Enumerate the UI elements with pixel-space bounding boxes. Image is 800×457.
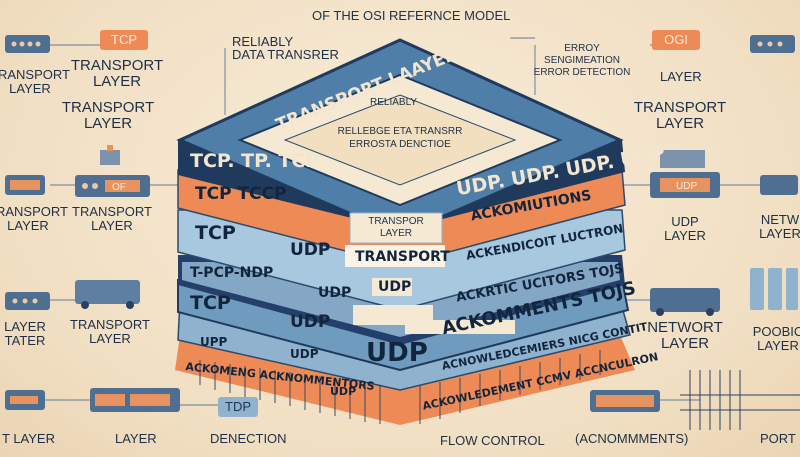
router-icon [75,145,150,197]
udp-tag-box [372,278,412,296]
diagram-title: OF THE OSI REFERNCE MODEL [312,8,511,23]
transpor-tag-box [349,212,443,244]
band6-left-text: UPP [200,335,228,349]
bottom-layer-label: LAYER [115,431,157,446]
network-device-icon [590,390,660,412]
network-device-icon [650,150,720,198]
udp-strip [405,320,515,334]
left-device-group [5,35,180,412]
right-device-group [590,35,800,430]
band4-left-text: T-PCP-NDP [190,265,274,281]
udp-device-label: UDP [676,181,698,192]
band4-mid-text: UDP [318,285,352,301]
network-device-icon [760,175,798,195]
reliably-small: RELIABLY [370,97,418,108]
router-icon [5,175,45,195]
network-device-icon [5,35,50,53]
chart-grid-icon [680,370,800,430]
device-small-label: OF [112,182,126,193]
band5-left-text: TCP [190,292,231,314]
band5-mid-text: UDP [290,312,331,332]
band6-big-text: UDP [366,338,428,368]
server-rack-icon [750,268,798,310]
tick-marks [199,350,601,424]
denection-label: DENECTION [210,431,287,446]
band2-left-text: TCP TCCP [195,184,287,204]
network-device-icon [75,280,140,309]
osi-stack [175,38,635,425]
layer-label: LAYER [660,69,702,84]
band4-udp-text: UDP [378,279,412,295]
stack-top-center [283,94,517,186]
acknowments-label: (ACNOMMMENTS) [575,431,689,446]
network-device-icon [650,288,720,316]
connector-lines [40,37,760,406]
transport-tag-text: TRANSPORT [355,249,450,265]
ogi-pill: OGI [652,30,700,50]
flow-control-label: FLOW CONTROL [440,433,545,448]
band3-mid-text: UDP [290,240,331,260]
network-device-icon [5,292,50,310]
band3-left-text: TCP [195,222,236,244]
tcp-pill: TCP [100,30,148,50]
band7-mid-text: UDP [330,385,357,398]
network-device-icon [90,388,180,412]
tdp-pill: TDP [218,397,258,417]
port-label: PORT [760,431,796,446]
bottom-layer-label: T LAYER [2,431,55,446]
network-device-icon [750,35,795,53]
network-device-icon [5,390,45,410]
band1-left-text: TCP. TP. TCP [190,150,320,172]
band6-mid-text: UDP [290,347,319,361]
transport-tag-box [345,245,445,267]
